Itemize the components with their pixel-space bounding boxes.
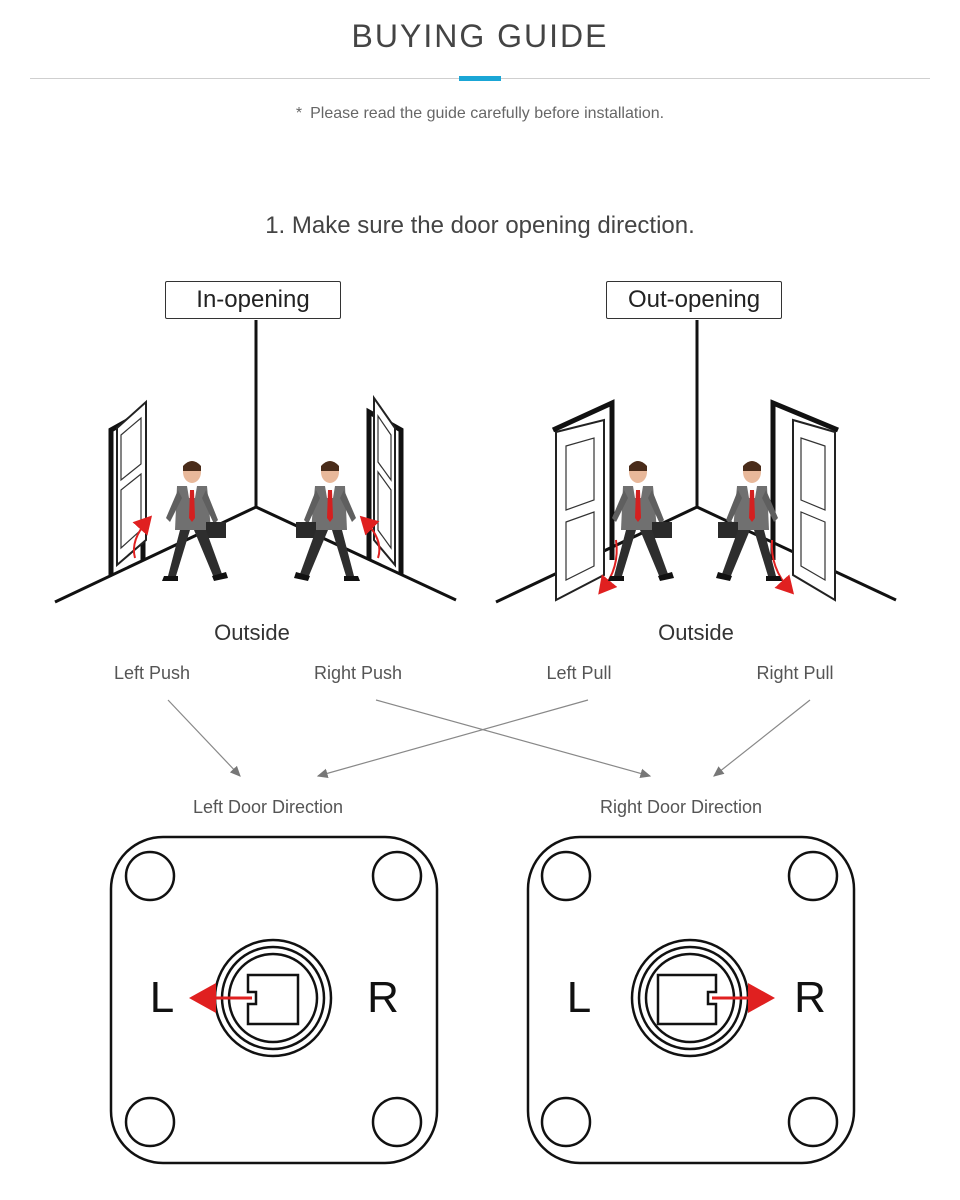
right-plate-letter-l: L — [566, 973, 592, 1022]
step-title: 1. Make sure the door opening direction. — [265, 212, 695, 239]
asterisk-icon: * — [295, 105, 303, 122]
right-plate-letter-r: R — [794, 973, 826, 1022]
install-note: * Please read the guide carefully before … — [0, 105, 960, 123]
left-door-plate — [109, 835, 439, 1165]
out-opening-outside-label: Outside — [658, 620, 734, 645]
in-opening-label: In-opening — [165, 281, 341, 319]
left-push-label: Left Push — [113, 663, 191, 683]
connector-right-push — [375, 699, 652, 779]
right-push-label: Right Push — [313, 663, 403, 683]
left-plate-letter-l: L — [149, 973, 175, 1022]
right-door-direction-label: Right Door Direction — [599, 797, 763, 817]
in-opening-scene — [54, 320, 457, 604]
install-note-text: Please read the guide carefully before i… — [310, 105, 665, 122]
right-pull-label: Right Pull — [756, 663, 834, 683]
out-opening-label: Out-opening — [606, 281, 782, 319]
in-opening-outside-label: Outside — [214, 620, 290, 645]
left-door-direction-label: Left Door Direction — [192, 797, 344, 817]
page-title: BUYING GUIDE — [351, 18, 609, 54]
left-pull-label: Left Pull — [546, 663, 612, 683]
out-opening-scene — [495, 320, 897, 604]
connector-left-push — [167, 699, 241, 777]
connector-left-pull — [316, 699, 589, 779]
direction-connectors — [167, 699, 811, 779]
left-plate-letter-r: R — [367, 973, 399, 1022]
right-door-plate — [526, 835, 856, 1165]
title-accent-bar — [459, 76, 501, 81]
connector-right-pull — [713, 699, 811, 777]
